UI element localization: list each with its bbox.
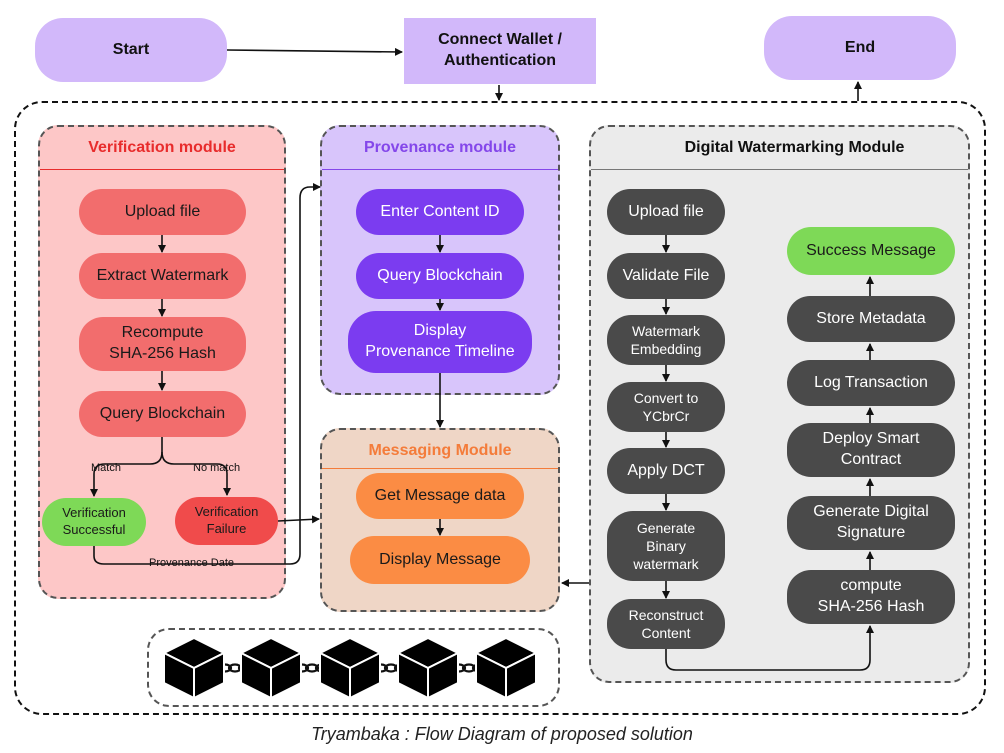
compute-sha-node: compute SHA-256 Hash: [787, 570, 955, 624]
sha-line-1: compute: [840, 577, 902, 595]
messaging-title: Messaging Module: [368, 442, 512, 459]
provenance-title-divider: [322, 169, 558, 170]
connect-line-1: Connect Wallet /: [438, 31, 562, 49]
watermarking-title: Digital Watermarking Module: [684, 139, 905, 156]
arrow-start-to-connect: [226, 47, 403, 56]
recompute-line-1: Recompute: [121, 324, 204, 342]
extract-watermark-node: Extract Watermark: [79, 253, 246, 299]
signature-line-2: Signature: [836, 524, 906, 541]
log-transaction-node: Log Transaction: [787, 360, 955, 406]
verify-upload-label: Upload file: [124, 202, 201, 220]
generate-binary-node: Generate Binary watermark: [607, 511, 725, 581]
connect-wallet-node: Connect Wallet / Authentication: [404, 18, 596, 84]
end-label: End: [844, 38, 876, 56]
display-message-label: Display Message: [379, 550, 501, 568]
recompute-line-2: SHA-256 Hash: [109, 345, 216, 362]
failure-line-1: Verification: [194, 504, 259, 520]
verify-upload-node: Upload file: [79, 189, 246, 235]
validate-file-label: Validate File: [622, 266, 710, 284]
validate-file-node: Validate File: [607, 253, 725, 299]
wm-upload-node: Upload file: [607, 189, 725, 235]
success-line-2: Successful: [62, 522, 126, 537]
watermark-embedding-node: Watermark Embedding: [607, 315, 725, 365]
generate-line-3: watermark: [633, 556, 699, 573]
convert-ycbrcr-node: Convert to YCbrCr: [607, 382, 725, 432]
success-message-label: Success Message: [806, 241, 936, 259]
start-node: Start: [35, 18, 227, 82]
verification-title-divider: [40, 169, 284, 170]
store-metadata-node: Store Metadata: [787, 296, 955, 342]
verification-failure-node: Verification Failure: [175, 497, 278, 545]
provenance-query-label: Query Blockchain: [377, 266, 503, 284]
verify-query-label: Query Blockchain: [99, 404, 226, 422]
reconstruct-line-1: Reconstruct: [628, 606, 704, 623]
generate-line-2: Binary: [646, 537, 686, 554]
watermarking-title-divider: [591, 169, 968, 170]
display-timeline-line-2: Provenance Timeline: [365, 343, 515, 360]
connect-line-2: Authentication: [444, 52, 556, 69]
generate-line-1: Generate: [636, 519, 696, 536]
embedding-line-2: Embedding: [630, 341, 702, 357]
deploy-line-2: Contract: [840, 451, 902, 468]
success-message-node: Success Message: [787, 227, 955, 275]
messaging-title-divider: [322, 468, 558, 469]
display-timeline-node: Display Provenance Timeline: [348, 311, 532, 373]
convert-line-1: Convert to: [633, 389, 699, 406]
provenance-query-node: Query Blockchain: [356, 253, 524, 299]
provenance-title: Provenance module: [363, 139, 517, 156]
apply-dct-node: Apply DCT: [607, 448, 725, 494]
convert-line-2: YCbrCr: [642, 408, 690, 424]
wm-upload-label: Upload file: [628, 202, 704, 220]
deploy-contract-node: Deploy Smart Contract: [787, 423, 955, 477]
reconstruct-content-node: Reconstruct Content: [607, 599, 725, 649]
provenance-date-label: Provenance Date: [147, 557, 236, 569]
verification-title: Verification module: [88, 139, 236, 156]
digital-signature-node: Generate Digital Signature: [787, 496, 955, 550]
apply-dct-label: Apply DCT: [627, 461, 705, 479]
match-label: Match: [91, 462, 121, 474]
reconstruct-line-2: Content: [641, 625, 691, 641]
sha-line-2: SHA-256 Hash: [817, 598, 925, 615]
messaging-module: Messaging Module: [320, 428, 560, 612]
signature-line-1: Generate Digital: [813, 503, 929, 521]
failure-line-2: Failure: [206, 521, 247, 536]
verification-success-node: Verification Successful: [42, 498, 146, 546]
embedding-line-1: Watermark: [632, 322, 700, 339]
figure-caption: Tryambaka : Flow Diagram of proposed sol…: [311, 724, 693, 744]
no-match-label: No match: [193, 462, 241, 474]
enter-content-id-label: Enter Content ID: [380, 202, 500, 220]
system-frame: [14, 101, 986, 715]
display-timeline-line-1: Display: [413, 322, 467, 340]
blockchain-strip: [147, 628, 560, 707]
success-line-1: Verification: [62, 505, 126, 521]
start-label: Start: [112, 40, 150, 58]
get-message-node: Get Message data: [356, 473, 524, 519]
extract-watermark-label: Extract Watermark: [96, 266, 229, 284]
store-metadata-label: Store Metadata: [816, 309, 926, 327]
recompute-hash-node: Recompute SHA-256 Hash: [79, 317, 246, 371]
deploy-line-1: Deploy Smart: [822, 430, 920, 448]
enter-content-id-node: Enter Content ID: [356, 189, 524, 235]
end-node: End: [764, 16, 956, 80]
get-message-label: Get Message data: [374, 486, 506, 504]
log-transaction-label: Log Transaction: [814, 373, 928, 391]
verify-query-node: Query Blockchain: [79, 391, 246, 437]
display-message-node: Display Message: [350, 536, 530, 584]
